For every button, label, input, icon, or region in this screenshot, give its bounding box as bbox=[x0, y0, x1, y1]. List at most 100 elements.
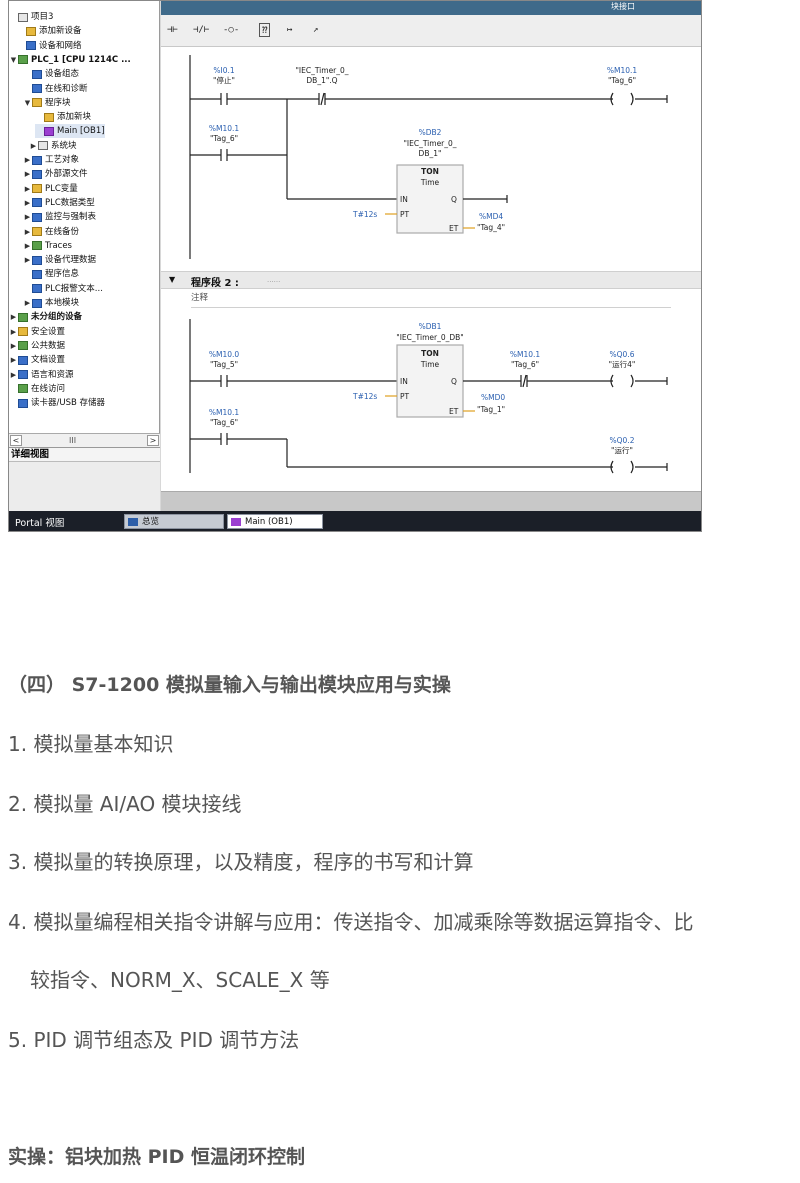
tree-item-label: 添加新设备 bbox=[39, 26, 82, 37]
tree-item[interactable]: 读卡器/USB 存储器 bbox=[9, 396, 105, 410]
tree-horizontal-scrollbar[interactable]: < III > bbox=[9, 433, 160, 447]
nc-contact-button[interactable]: ⊣/⊢ bbox=[193, 25, 210, 35]
tree-item[interactable]: ▶语言和资源 bbox=[9, 368, 74, 382]
expand-right-icon[interactable]: ▶ bbox=[10, 313, 17, 322]
tree-item[interactable]: ▶未分组的设备 bbox=[9, 310, 82, 324]
open-branch-button[interactable]: ↦ bbox=[287, 25, 293, 35]
r1-c1-addr: %I0.1 bbox=[213, 66, 234, 75]
network-2-comment[interactable]: 注释 bbox=[191, 293, 209, 303]
r2-coil2-tag: "运行" bbox=[611, 445, 633, 455]
network-2-title: 程序段 2 : bbox=[191, 278, 239, 289]
list-item-3: 3. 模拟量的转换原理，以及精度，程序的书写和计算 bbox=[8, 850, 474, 874]
tree-item[interactable]: ▶文档设置 bbox=[9, 353, 65, 367]
portal-view-button[interactable]: Portal 视图 bbox=[15, 518, 65, 529]
expand-right-icon[interactable]: ▶ bbox=[24, 170, 31, 179]
taskbar-tab-overview[interactable]: 总览 bbox=[124, 514, 224, 529]
tree-item-label: Traces bbox=[45, 240, 72, 251]
close-branch-button[interactable]: ↗ bbox=[313, 25, 319, 35]
expand-right-icon[interactable]: ▶ bbox=[24, 198, 31, 207]
tree-item[interactable]: ▶PLC数据类型 bbox=[23, 196, 95, 210]
tree-item-label: 在线备份 bbox=[45, 226, 80, 237]
tree-item[interactable]: Main [OB1] bbox=[35, 124, 105, 139]
tree-item-label: Main [OB1] bbox=[57, 126, 105, 137]
expand-right-icon[interactable]: ▶ bbox=[24, 156, 31, 164]
tree-item[interactable]: ▶本地模块 bbox=[23, 296, 79, 310]
taskbar-tab-main-ob1[interactable]: Main (OB1) bbox=[227, 514, 323, 529]
expand-right-icon[interactable]: ▶ bbox=[10, 356, 17, 365]
expand-right-icon[interactable]: ▶ bbox=[24, 184, 31, 193]
r1-et-tag: "Tag_4" bbox=[477, 223, 505, 232]
tree-node-icon bbox=[32, 198, 42, 208]
expand-right-icon[interactable]: ▶ bbox=[30, 141, 37, 150]
tree-item[interactable]: 设备组态 bbox=[23, 67, 79, 81]
tree-node-icon bbox=[32, 69, 42, 79]
network-2-title-placeholder[interactable]: ...... bbox=[267, 276, 281, 284]
tree-item-label: PLC_1 [CPU 1214C ... bbox=[31, 54, 131, 65]
network-2-header[interactable]: ▼ 程序段 2 : ...... bbox=[161, 271, 701, 289]
tree-item[interactable]: ▶外部源文件 bbox=[23, 167, 88, 181]
expand-down-icon[interactable]: ▼ bbox=[10, 55, 17, 64]
tree-node-icon bbox=[18, 312, 28, 322]
tree-item[interactable]: ▼ PLC_1 [CPU 1214C ... bbox=[9, 53, 131, 67]
detail-view-panel: 详细视图 bbox=[9, 447, 160, 511]
collapse-triangle-icon[interactable]: ▼ bbox=[169, 275, 176, 284]
expand-down-icon[interactable]: ▼ bbox=[24, 98, 31, 107]
r1-pin-in: IN bbox=[400, 195, 408, 204]
tree-item[interactable]: ▶PLC变量 bbox=[23, 182, 78, 196]
tree-item[interactable]: ▶设备代理数据 bbox=[23, 253, 96, 267]
tree-item[interactable]: 设备和网络 bbox=[17, 39, 82, 53]
tree-item[interactable]: ▶ 在线备份 bbox=[23, 225, 79, 239]
tree-item[interactable]: PLC报警文本... bbox=[23, 282, 103, 296]
tree-item[interactable]: ▶系统块 bbox=[29, 139, 77, 153]
r1-pt-value: T#12s bbox=[352, 210, 377, 219]
r1-c3-addr: %M10.1 bbox=[209, 124, 240, 133]
expand-right-icon[interactable]: ▶ bbox=[24, 227, 31, 236]
expand-right-icon[interactable]: ▶ bbox=[10, 370, 17, 379]
tree-item-label: 项目3 bbox=[31, 12, 54, 22]
expand-right-icon[interactable]: ▶ bbox=[10, 327, 17, 336]
expand-right-icon[interactable]: ▶ bbox=[24, 241, 31, 250]
expand-right-icon[interactable]: ▶ bbox=[10, 341, 17, 350]
expand-right-icon[interactable]: ▶ bbox=[24, 213, 31, 222]
r1-et-addr: %MD4 bbox=[479, 212, 503, 221]
tree-item[interactable]: 项目3 bbox=[9, 10, 53, 24]
overview-label: 总览 bbox=[142, 517, 160, 527]
no-contact-button[interactable]: ⊣⊢ bbox=[167, 25, 178, 35]
tree-item-label: 监控与强制表 bbox=[45, 212, 97, 223]
tree-item[interactable]: ▶ 安全设置 bbox=[9, 325, 65, 339]
tree-item[interactable]: ▶ 监控与强制表 bbox=[23, 210, 96, 224]
tree-item[interactable]: ▶工艺对象 bbox=[23, 153, 79, 167]
tree-item[interactable]: 在线访问 bbox=[9, 382, 65, 396]
coil-button[interactable]: -○- bbox=[223, 25, 240, 35]
block-interface-label[interactable]: 块接口 bbox=[611, 2, 635, 11]
tree-item[interactable]: 程序信息 bbox=[23, 267, 79, 281]
tree-item[interactable]: ▼程序块 bbox=[23, 96, 71, 110]
tree-item[interactable]: ▶ Traces bbox=[23, 239, 72, 253]
detail-view-title[interactable]: 详细视图 bbox=[9, 448, 160, 462]
expand-right-icon[interactable]: ▶ bbox=[24, 299, 31, 307]
practice-title: 实操：铝块加热 PID 恒温闭环控制 bbox=[8, 1146, 305, 1168]
empty-box-button[interactable]: ⁇ bbox=[259, 23, 271, 37]
tree-node-icon bbox=[18, 12, 28, 22]
tree-item[interactable]: 在线和诊断 bbox=[23, 82, 88, 96]
tree-item[interactable]: 添加新块 bbox=[35, 110, 91, 124]
tree-item-label: 设备和网络 bbox=[39, 40, 82, 51]
expand-right-icon[interactable]: ▶ bbox=[24, 256, 31, 265]
r1-timer-db: %DB2 bbox=[419, 128, 442, 137]
r1-timer-type: TON bbox=[421, 167, 439, 176]
r1-pin-q: Q bbox=[451, 195, 457, 204]
tree-item[interactable]: 添加新设备 bbox=[17, 24, 82, 38]
main-ob1-label: Main (OB1) bbox=[245, 517, 293, 527]
r2-et-addr: %MD0 bbox=[481, 393, 505, 402]
scroll-right-icon[interactable]: > bbox=[147, 435, 159, 446]
tree-item-label: 在线访问 bbox=[31, 383, 66, 394]
tree-item-label: 安全设置 bbox=[31, 326, 66, 337]
scroll-thumb[interactable]: III bbox=[69, 436, 77, 445]
scroll-left-icon[interactable]: < bbox=[10, 435, 22, 446]
tree-node-icon bbox=[18, 341, 28, 351]
list-item-1: 1. 模拟量基本知识 bbox=[8, 732, 174, 756]
tree-item[interactable]: ▶公共数据 bbox=[9, 339, 65, 353]
tree-node-icon bbox=[32, 298, 42, 308]
ob-block-icon bbox=[231, 517, 241, 526]
